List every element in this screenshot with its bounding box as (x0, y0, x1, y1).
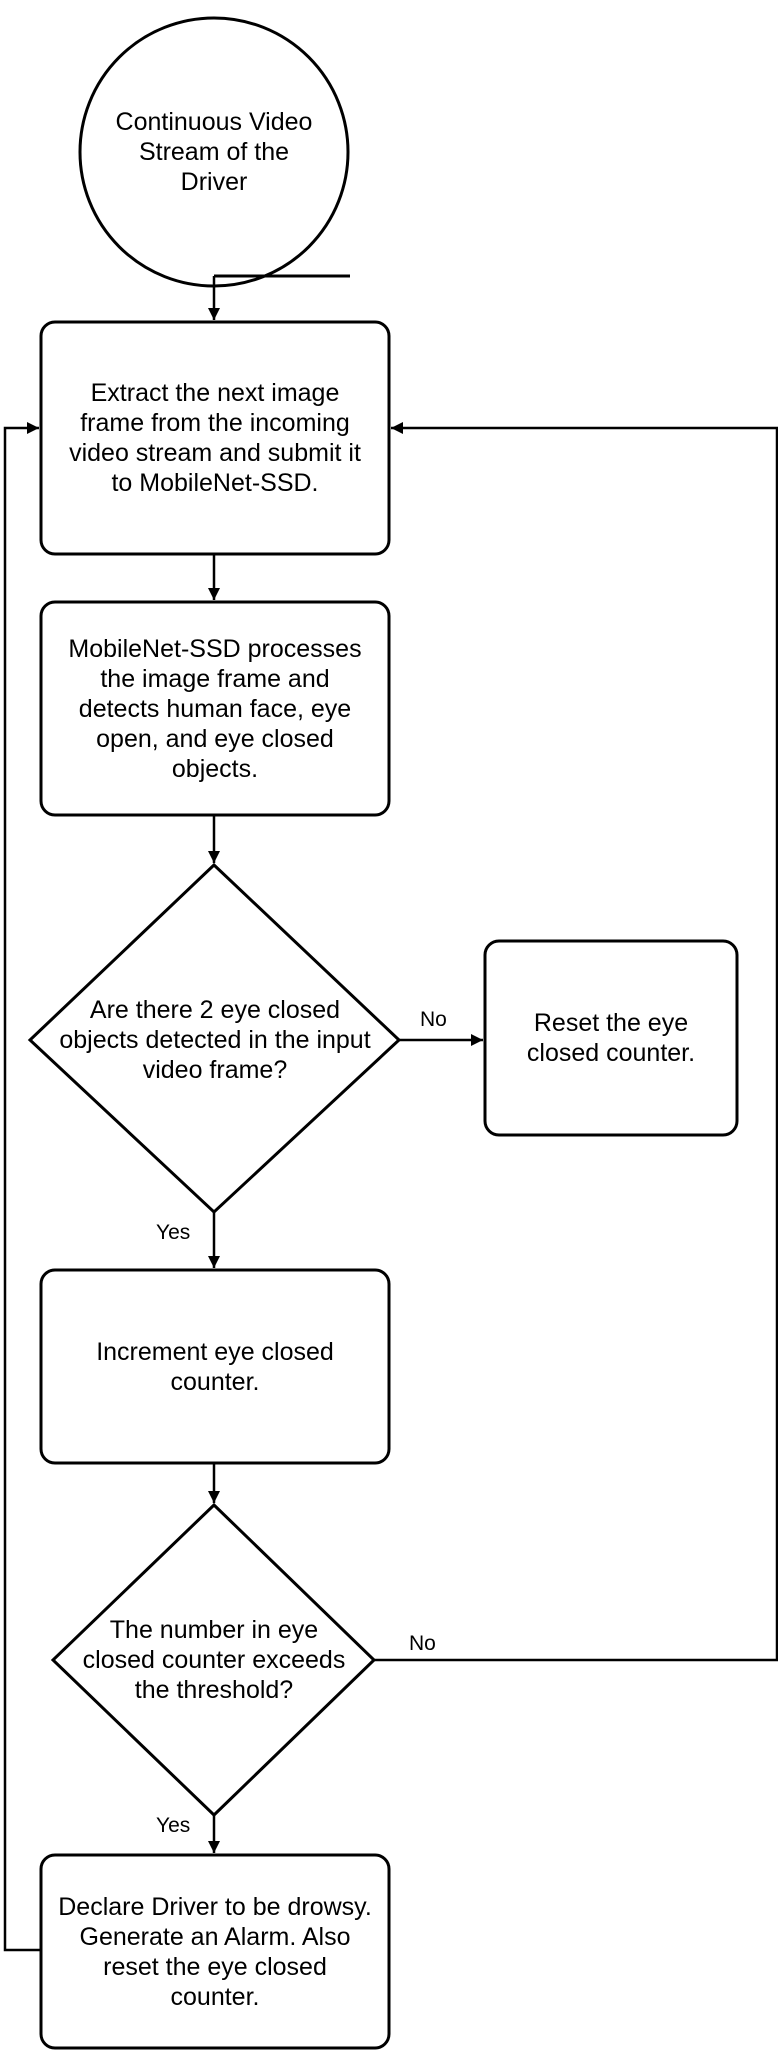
extract-node-label: Extract the next image frame from the in… (69, 379, 361, 497)
reset-node-label: Reset the eye closed counter. (526, 1009, 696, 1067)
threshold-no-label: No (409, 1632, 436, 1655)
edge-threshold-no (374, 422, 778, 1662)
edge-alarm-loop (3, 422, 41, 1952)
decision-threshold-node-label: The number in eye closed counter exceeds… (82, 1616, 346, 1704)
decision-eyes-node-label: Are there 2 eye closed objects detected … (59, 996, 371, 1084)
alarm-node-label: Declare Driver to be drowsy. Generate an… (58, 1892, 372, 2011)
decision-no-label: No (420, 1008, 447, 1031)
process-node-label: MobileNet-SSD processes the image frame … (68, 634, 362, 783)
increment-node-label: Increment eye closed counter. (96, 1337, 334, 1396)
reset-node-shape (483, 939, 739, 1137)
alarm-node-shape (39, 1853, 391, 2050)
threshold-yes-label: Yes (156, 1814, 191, 1837)
decision-yes-label: Yes (156, 1221, 191, 1244)
start-node-label: Continuous Video Stream of the Driver (115, 108, 313, 196)
